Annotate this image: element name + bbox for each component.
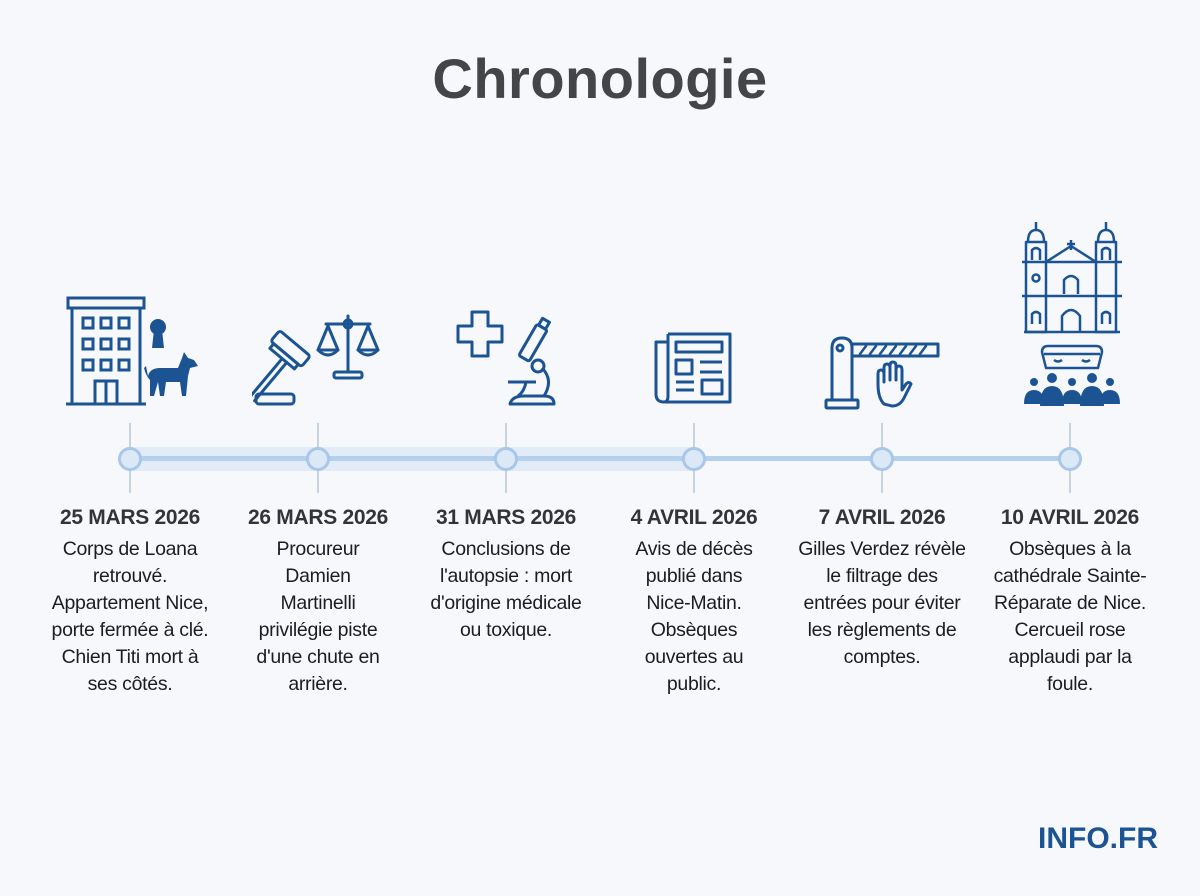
gavel-scales-icon [252, 310, 392, 410]
building-keyhole-dog-icon [66, 296, 206, 408]
page-title: Chronologie [432, 47, 768, 110]
timeline-node [306, 447, 330, 471]
timeline-event: 25 MARS 2026 Corps de Loana retrouvé. Ap… [42, 506, 218, 698]
medical-cross-microscope-icon [454, 308, 564, 408]
timeline-node [494, 447, 518, 471]
cathedral-coffin-crowd-icon [1022, 220, 1122, 410]
event-date: 25 MARS 2026 [60, 506, 200, 529]
brand-logo: INFO.FR [1038, 822, 1158, 855]
event-date: 7 AVRIL 2026 [818, 506, 946, 529]
timeline-node [118, 447, 142, 471]
newspaper-icon [654, 324, 738, 408]
event-description: Conclusions de l'autopsie : mort d'origi… [430, 538, 582, 641]
event-description: Gilles Verdez révèle le filtrage des ent… [798, 538, 966, 668]
barrier-hand-icon [824, 334, 944, 410]
event-description: Procureur Damien Martinelli privilégie p… [256, 538, 380, 695]
timeline-node [682, 447, 706, 471]
event-description: Avis de décès publié dans Nice-Matin. Ob… [635, 538, 753, 695]
event-date: 31 MARS 2026 [436, 506, 576, 529]
timeline-node [1058, 447, 1082, 471]
timeline-node [870, 447, 894, 471]
timeline-line [130, 456, 1070, 461]
event-date: 26 MARS 2026 [248, 506, 388, 529]
event-date: 10 AVRIL 2026 [1000, 506, 1140, 529]
event-description: Obsèques à la cathédrale Sainte-Réparate… [993, 538, 1147, 695]
timeline-event: 10 AVRIL 2026 Obsèques à la cathédrale S… [982, 506, 1158, 698]
timeline-event: 31 MARS 2026 Conclusions de l'autopsie :… [418, 506, 594, 644]
event-description: Corps de Loana retrouvé. Appartement Nic… [51, 538, 209, 695]
timeline-event: 7 AVRIL 2026 Gilles Verdez révèle le fil… [794, 506, 970, 671]
timeline-event: 26 MARS 2026 Procureur Damien Martinelli… [230, 506, 406, 698]
event-date: 4 AVRIL 2026 [630, 506, 758, 529]
timeline-event: 4 AVRIL 2026 Avis de décès publié dans N… [606, 506, 782, 698]
